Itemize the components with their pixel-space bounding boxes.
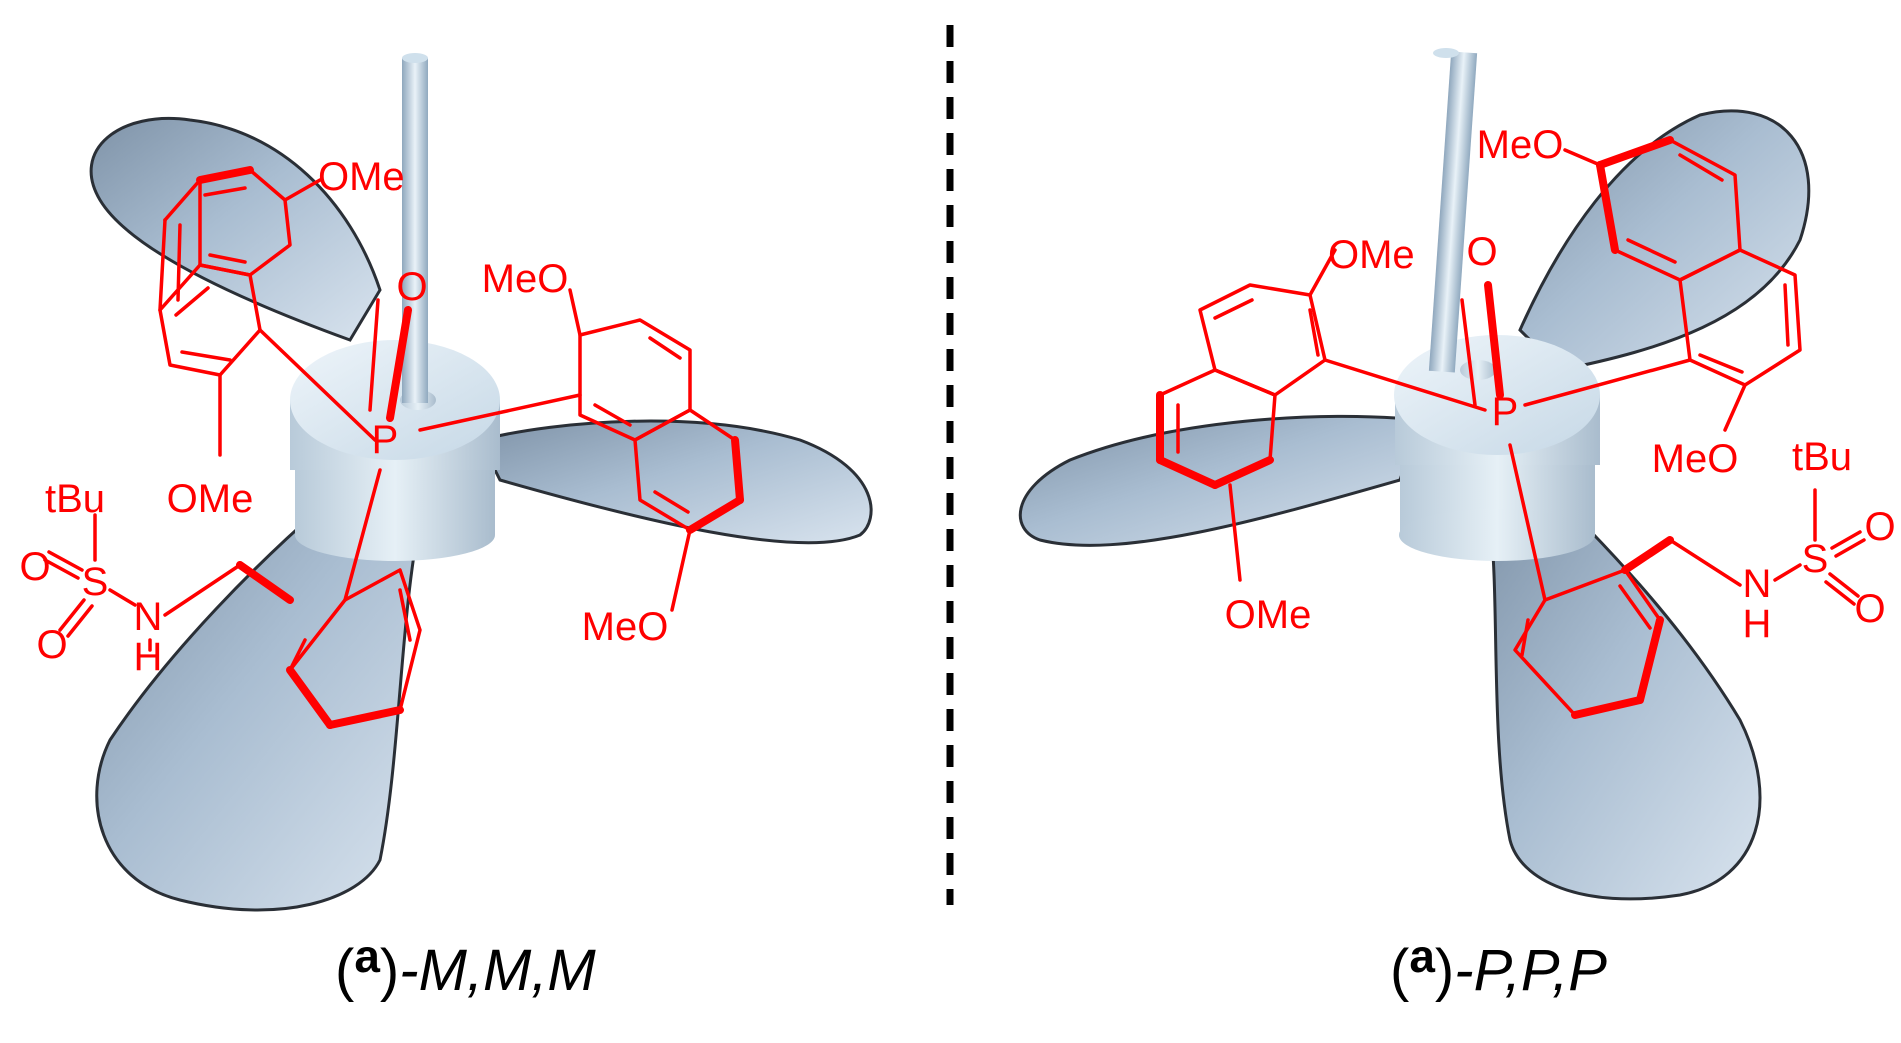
right-label-meo-top: MeO: [1477, 123, 1564, 167]
right-shaft: [1428, 48, 1478, 373]
right-blade-lower: [1488, 477, 1762, 901]
left-caption: (a)-M,M,M: [335, 930, 596, 1003]
left-structure-bonds: [43, 166, 744, 729]
left-blade-lower: [95, 498, 422, 912]
right-label-s-sulfonyl: S: [1802, 537, 1829, 581]
right-structure-labels: MeO OMe O P MeO tBu O S O N H OMe: [1225, 123, 1896, 646]
left-label-s-sulfonyl: S: [82, 560, 109, 604]
right-caption: (a)-P,P,P: [1390, 930, 1607, 1003]
right-label-n-amide: N: [1743, 562, 1772, 606]
right-label-p-center: P: [1492, 390, 1519, 434]
left-caption-descriptor: -M,M,M: [399, 938, 596, 1003]
right-label-h-amide: H: [1743, 602, 1772, 646]
left-label-o-sulfonyl-2: O: [36, 623, 67, 667]
left-caption-close-paren: ): [380, 938, 399, 1003]
right-label-ome-left-upper: OMe: [1328, 233, 1415, 277]
left-label-meo-right-lower: MeO: [582, 605, 669, 649]
right-label-tbu: tBu: [1792, 435, 1852, 479]
right-label-o-sulfonyl-2: O: [1854, 587, 1885, 631]
left-blade-upper: [89, 117, 382, 342]
left-label-o-oxide: O: [396, 265, 427, 309]
left-label-n-amide: N: [134, 595, 163, 639]
right-label-o-oxide: O: [1466, 230, 1497, 274]
right-label-meo-right: MeO: [1652, 437, 1739, 481]
right-caption-close-paren: ): [1435, 938, 1454, 1003]
left-caption-open-paren: (: [335, 938, 354, 1003]
left-blade-right: [477, 419, 873, 545]
right-label-ome-lower: OMe: [1225, 593, 1312, 637]
right-caption-descriptor: -P,P,P: [1454, 938, 1607, 1003]
right-propeller-model: [1018, 48, 1811, 901]
left-label-o-sulfonyl-1: O: [19, 545, 50, 589]
left-shaft: [402, 53, 428, 403]
right-label-o-sulfonyl-1: O: [1864, 505, 1895, 549]
left-caption-letter: a: [354, 930, 380, 982]
right-caption-letter: a: [1409, 930, 1435, 982]
left-structure-labels: OMe O MeO P tBu OMe O S O N H MeO: [19, 155, 668, 679]
left-label-p-center: P: [372, 418, 399, 462]
left-molecule: OMe O MeO P tBu OMe O S O N H MeO (a)-M,…: [19, 53, 873, 1003]
left-label-ome-left-lower: OMe: [167, 477, 254, 521]
left-label-h-amide: H: [134, 635, 163, 679]
right-molecule: MeO OMe O P MeO tBu O S O N H OMe (a)-P,…: [1018, 48, 1896, 1003]
left-label-meo-right-upper: MeO: [482, 257, 569, 301]
right-caption-open-paren: (: [1390, 938, 1409, 1003]
left-label-tbu: tBu: [45, 477, 105, 521]
right-structure-bonds: [1156, 136, 1866, 719]
left-label-ome-top: OMe: [318, 155, 405, 199]
